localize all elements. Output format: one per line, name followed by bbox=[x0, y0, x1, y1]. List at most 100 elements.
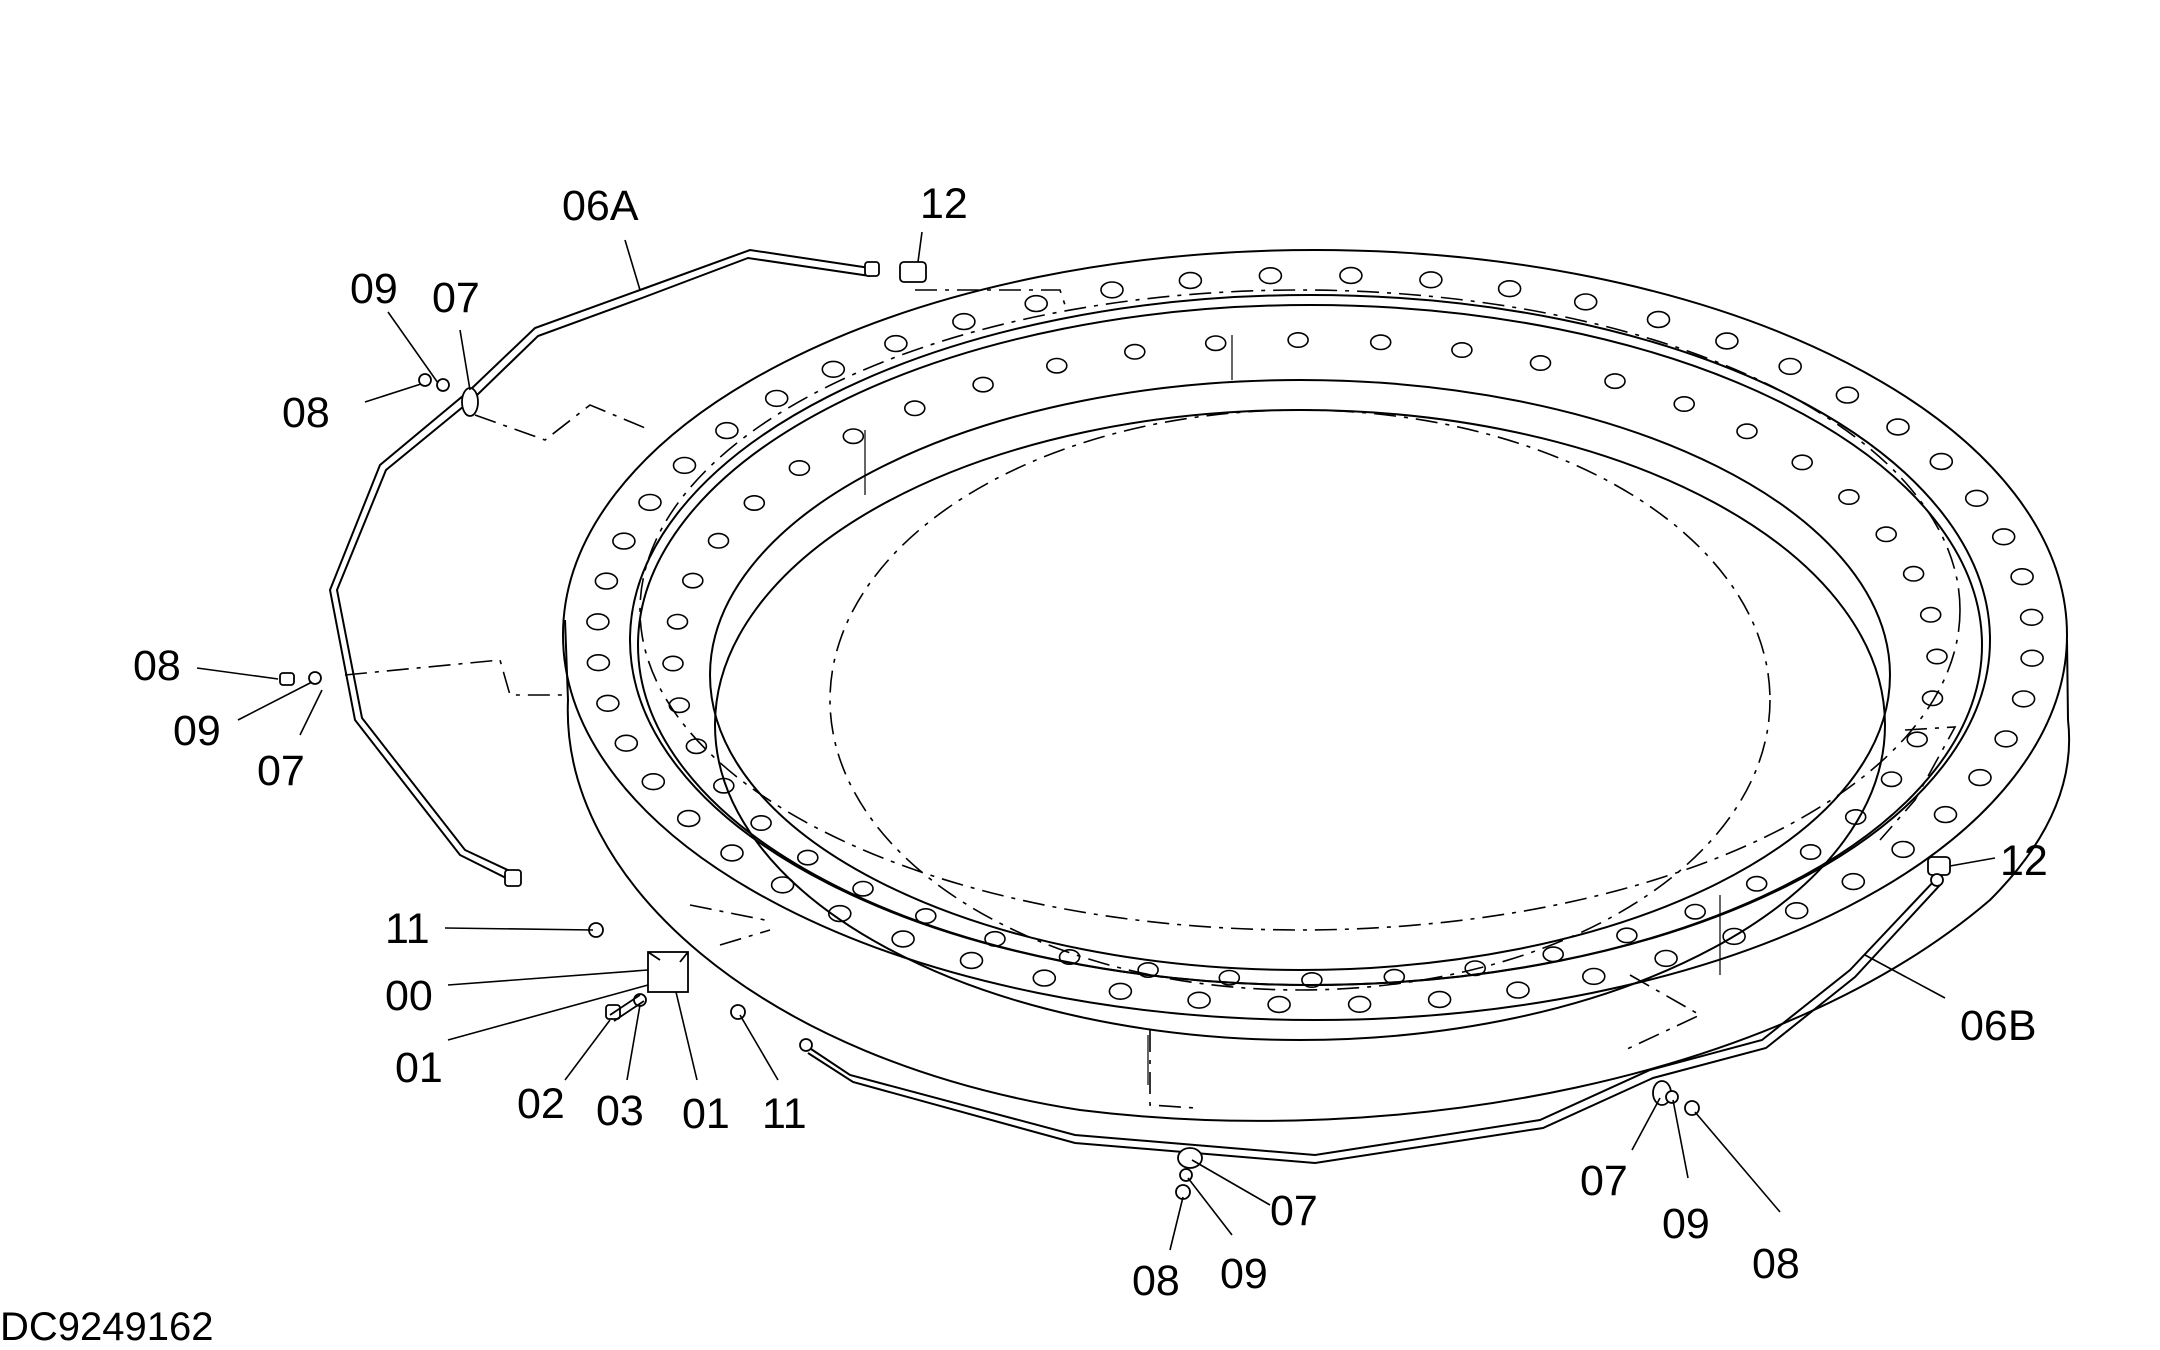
fittings bbox=[279, 261, 1951, 1200]
bolt-hole bbox=[1919, 606, 1942, 623]
bolt-hole bbox=[1673, 395, 1695, 412]
callout-09: 09 bbox=[173, 707, 221, 755]
bolt-hole bbox=[1427, 990, 1452, 1009]
bolt-hole bbox=[852, 880, 874, 897]
bore-top-edge bbox=[709, 379, 1891, 971]
bolt-hole bbox=[1218, 969, 1241, 986]
callout-07: 07 bbox=[1580, 1157, 1628, 1205]
bolt-hole bbox=[914, 907, 937, 924]
inner-flange-inner-edge bbox=[637, 304, 1983, 986]
fitting-12b bbox=[1927, 856, 1951, 876]
callout-07: 07 bbox=[432, 274, 480, 322]
callout-08: 08 bbox=[1752, 1240, 1800, 1288]
bolt-hole bbox=[676, 809, 701, 828]
bolt-hole bbox=[952, 312, 976, 331]
bolt-hole bbox=[842, 428, 865, 445]
callout-08: 08 bbox=[133, 642, 181, 690]
callout-labels: 06A 12 09 07 08 08 09 07 11 00 01 02 03 … bbox=[133, 180, 2048, 1305]
bolt-hole bbox=[662, 655, 684, 672]
bolt-hole bbox=[1451, 341, 1473, 358]
bolt-hole bbox=[821, 360, 846, 378]
bolt-hole bbox=[1722, 927, 1746, 946]
bolt-hole bbox=[972, 376, 994, 393]
bolt-hole bbox=[1880, 771, 1903, 788]
bolt-hole bbox=[1287, 331, 1309, 348]
callout-06a: 06A bbox=[562, 182, 639, 230]
bolt-hole bbox=[1582, 967, 1606, 986]
outer-ring-right-side bbox=[2066, 639, 2069, 721]
callout-07: 07 bbox=[257, 747, 305, 795]
bolt-hole bbox=[668, 697, 691, 714]
bolt-hole bbox=[1419, 271, 1443, 289]
bolt-hole bbox=[1844, 808, 1867, 825]
bolt-hole bbox=[1875, 526, 1897, 543]
pipe-06b bbox=[804, 879, 1941, 1165]
bolt-hole bbox=[1715, 332, 1739, 350]
bolt-hole bbox=[1100, 281, 1124, 299]
bolt-hole bbox=[1902, 565, 1925, 582]
pipe-06a bbox=[328, 248, 871, 881]
bolt-hole bbox=[2010, 567, 2034, 586]
callout-09: 09 bbox=[1220, 1250, 1268, 1298]
bolt-hole bbox=[1369, 334, 1392, 351]
bolt-hole bbox=[586, 613, 610, 631]
bolt-hole bbox=[1108, 982, 1133, 1000]
bolt-hole bbox=[1799, 843, 1822, 860]
bolt-hole bbox=[1347, 995, 1372, 1013]
callout-07: 07 bbox=[1270, 1187, 1318, 1235]
bolt-hole bbox=[959, 951, 984, 970]
bolt-hole bbox=[666, 613, 689, 630]
callout-01: 01 bbox=[395, 1044, 443, 1092]
bolt-hole bbox=[750, 814, 772, 831]
fitting-07b bbox=[308, 671, 322, 685]
bolt-hole bbox=[1968, 768, 1992, 787]
bolt-hole bbox=[594, 572, 619, 590]
bolt-hole bbox=[681, 572, 704, 589]
distribution-block bbox=[647, 951, 689, 993]
bolt-hole bbox=[1745, 875, 1768, 892]
outer-ring-left-side bbox=[564, 619, 569, 701]
bolt-hole bbox=[1921, 690, 1944, 707]
bolt-hole bbox=[1784, 901, 1809, 920]
fitting-12a bbox=[899, 261, 927, 283]
bolt-hole bbox=[764, 389, 789, 408]
bolt-hole bbox=[1791, 454, 1813, 471]
bolt-hole bbox=[1267, 995, 1291, 1014]
bolt-hole bbox=[1187, 991, 1211, 1009]
bolt-hole bbox=[1838, 488, 1860, 505]
bolt-hole bbox=[1046, 357, 1068, 374]
bolt-hole bbox=[1964, 489, 1989, 507]
bolt-hole bbox=[612, 532, 636, 550]
bolt-hole bbox=[1646, 310, 1671, 329]
bolt-hole bbox=[884, 334, 908, 353]
slewing-ring bbox=[562, 249, 2071, 1122]
bolt-hole bbox=[2019, 608, 2044, 626]
bolt-hole bbox=[1506, 981, 1530, 999]
callout-09: 09 bbox=[350, 265, 398, 313]
bolt-hole bbox=[1604, 373, 1626, 390]
bolt-hole bbox=[1178, 271, 1203, 290]
bolt-hole bbox=[685, 738, 708, 755]
bolt-hole bbox=[1024, 294, 1048, 313]
callout-09: 09 bbox=[1662, 1200, 1710, 1248]
bolt-hole bbox=[1835, 386, 1860, 404]
bolt-hole bbox=[788, 459, 811, 476]
bolt-hole bbox=[1933, 805, 1958, 824]
bolt-hole bbox=[1841, 872, 1866, 891]
bolt-hole bbox=[1616, 927, 1638, 944]
bolt-hole bbox=[715, 421, 739, 440]
callout-08: 08 bbox=[1132, 1257, 1180, 1305]
bolt-hole bbox=[1497, 280, 1522, 298]
callout-03: 03 bbox=[596, 1087, 644, 1135]
bolt-hole bbox=[638, 493, 662, 512]
bolt-holes bbox=[586, 266, 2044, 1014]
callout-11: 11 bbox=[385, 905, 430, 953]
bolt-hole bbox=[1464, 960, 1486, 977]
bolt-hole bbox=[596, 694, 620, 712]
bolt-hole bbox=[1778, 357, 1802, 376]
bolt-hole bbox=[1032, 969, 1057, 987]
bolt-hole bbox=[1542, 946, 1564, 963]
bolt-hole bbox=[1339, 266, 1363, 285]
